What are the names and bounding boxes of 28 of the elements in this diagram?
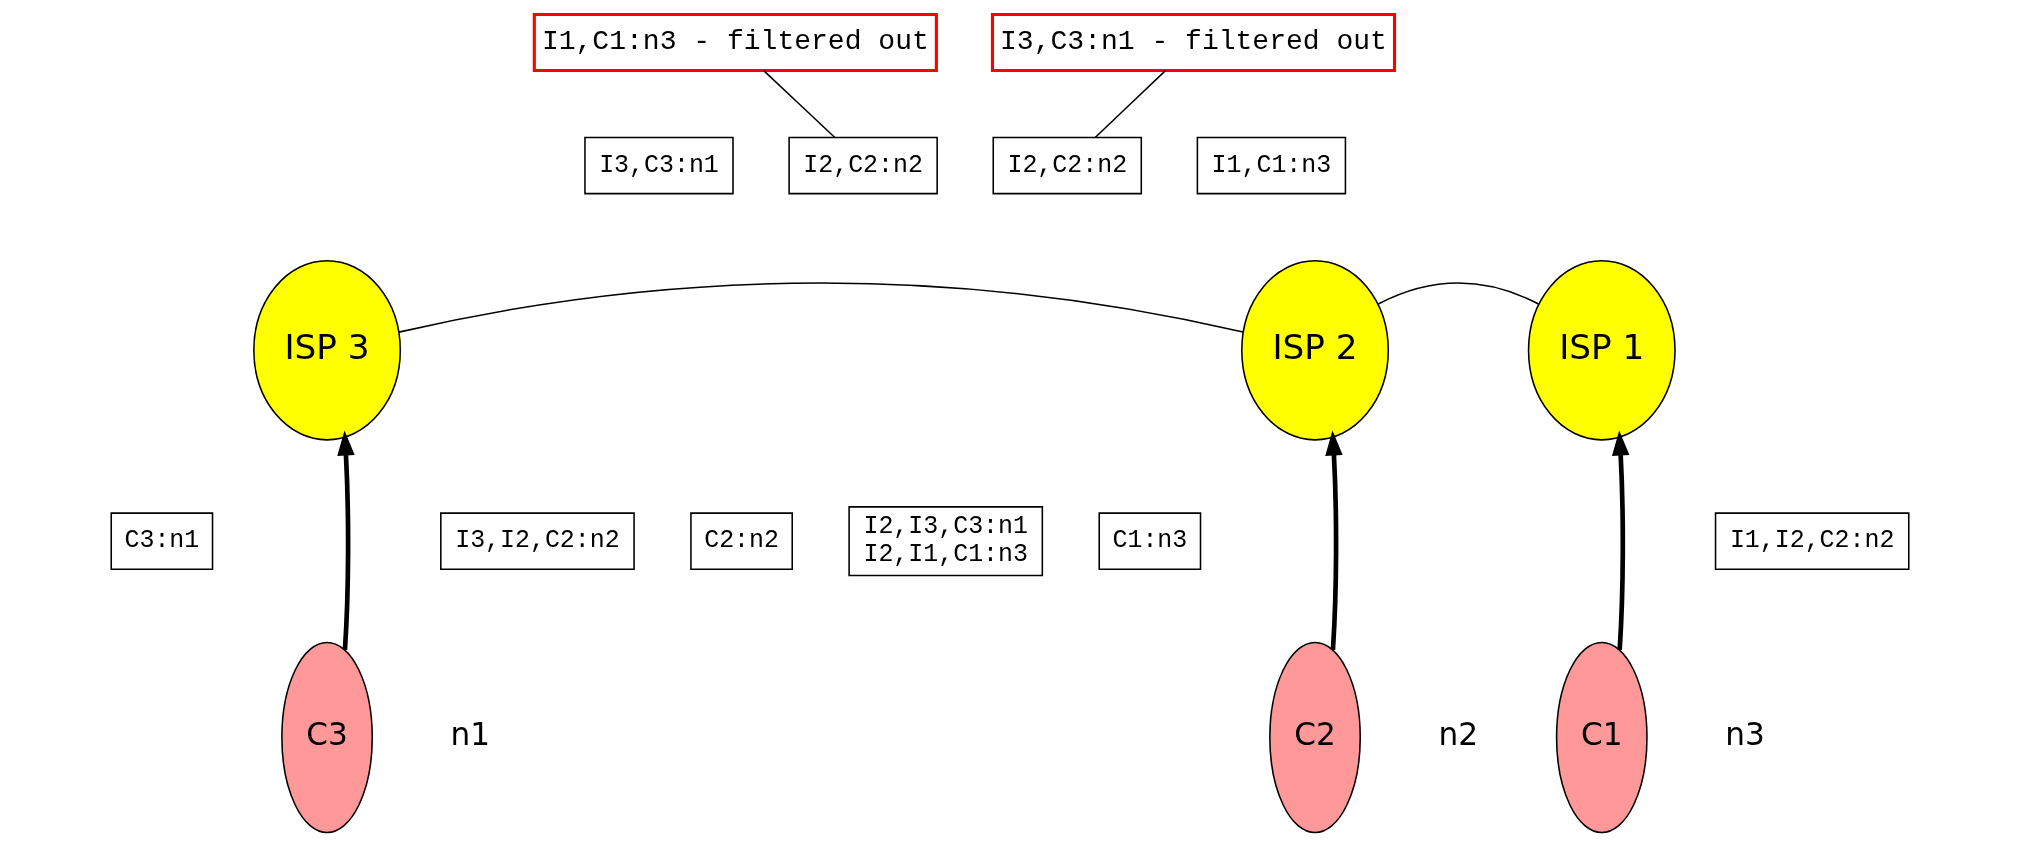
node-box: C1:n3: [1098, 512, 1202, 570]
node-ellipse: C2: [1269, 641, 1361, 834]
node-ellipse: C1: [1555, 641, 1648, 834]
arrow: [1325, 430, 1343, 650]
node-box: I2,C2:n2: [788, 136, 938, 195]
node-label: n3: [1725, 716, 1765, 753]
connector: [1377, 282, 1540, 305]
node-ellipse: ISP 2: [1241, 259, 1390, 441]
arrow: [337, 430, 355, 650]
node-box: C3:n1: [110, 512, 214, 570]
node-ellipse: ISP 1: [1527, 259, 1676, 441]
node-box: I2,I3,C3:n1 I2,I1,C1:n3: [848, 506, 1044, 577]
node-box: C2:n2: [690, 512, 793, 570]
node-box: I3,C3:n1 - filtered out: [990, 12, 1397, 73]
node-box: I3,I2,C2:n2: [440, 512, 635, 570]
node-label: n1: [450, 716, 491, 753]
arrow: [1611, 430, 1630, 650]
node-ellipse: ISP 3: [253, 259, 402, 441]
node-box: I3,C3:n1: [584, 136, 734, 195]
node-label: n2: [1438, 716, 1479, 753]
connector: [1094, 69, 1167, 139]
node-box: I2,C2:n2: [992, 136, 1143, 195]
connector: [762, 69, 836, 139]
node-box: I1,C1:n3: [1196, 136, 1347, 195]
node-box: I1,C1:n3 - filtered out: [532, 12, 938, 73]
connector: [398, 282, 1244, 333]
node-ellipse: C3: [281, 641, 374, 834]
node-box: I1,I2,C2:n2: [1714, 512, 1910, 570]
